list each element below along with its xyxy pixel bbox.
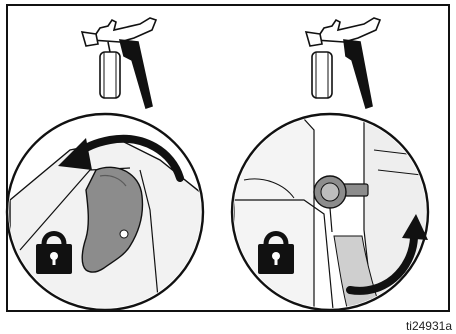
padlock-icon (258, 231, 294, 274)
panel-left (0, 0, 222, 326)
spray-gun-icon (304, 17, 382, 110)
curved-arrow-counterclockwise-icon (58, 134, 184, 182)
trigger-lock-guard (313, 175, 369, 233)
panel-left-illustration (5, 17, 205, 312)
spray-gun-icon (80, 17, 158, 110)
trigger-lock-guard (81, 166, 144, 273)
curved-arrow-upward-icon (346, 214, 428, 295)
panel-right (230, 0, 456, 326)
figure-id: ti24931a (403, 318, 454, 334)
panel-right-illustration (230, 17, 430, 312)
padlock-icon (36, 231, 72, 274)
